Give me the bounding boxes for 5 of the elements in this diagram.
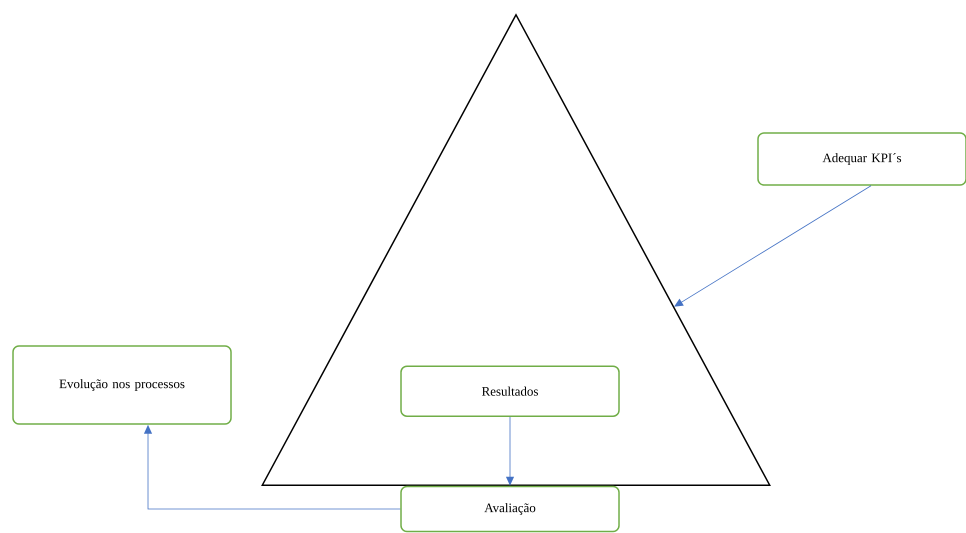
arrow	[674, 185, 872, 307]
text-box: Adequar KPI´s	[757, 132, 966, 186]
text-box: Resultados	[400, 365, 620, 417]
text-box: Evolução nos processos	[12, 345, 232, 425]
text-box: Avaliação	[400, 486, 620, 532]
